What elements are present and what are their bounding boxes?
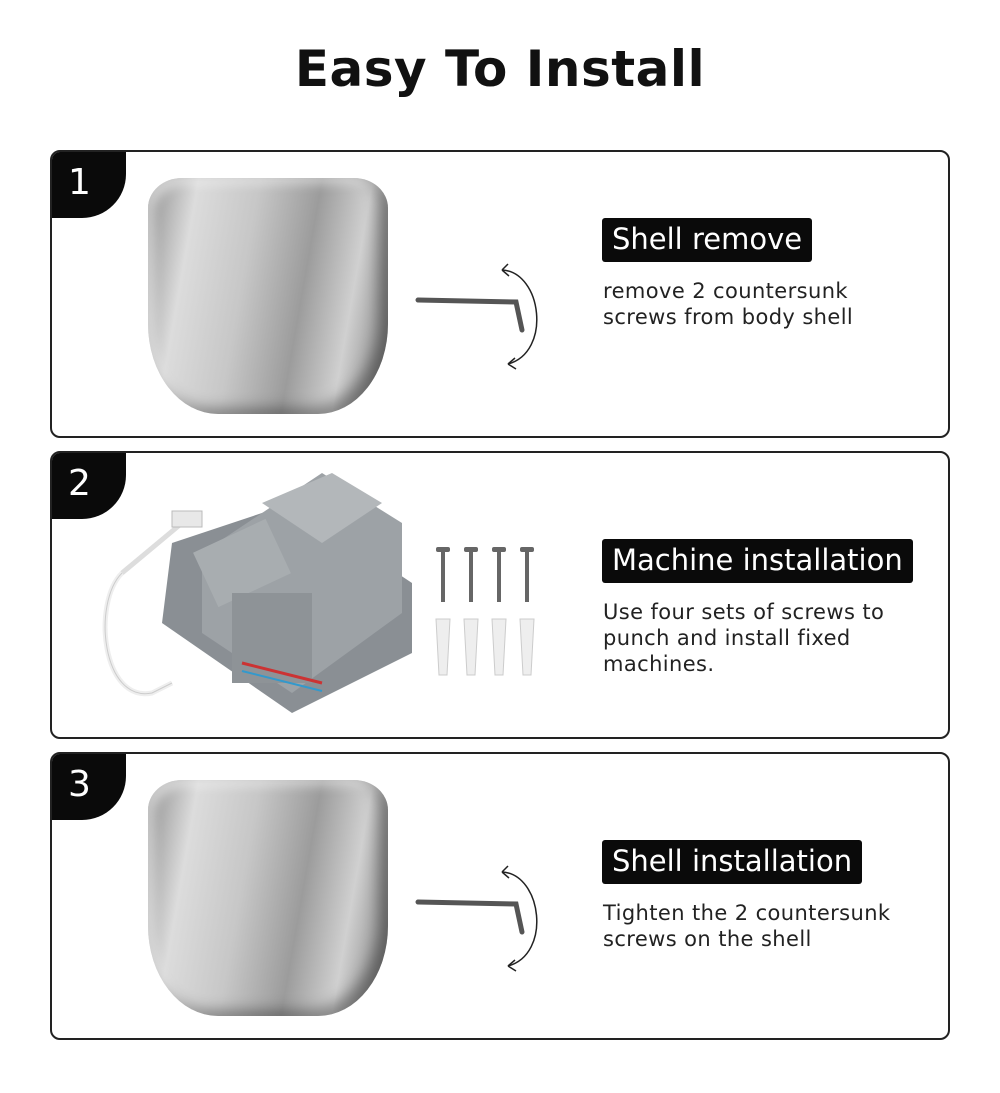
screws-and-anchors-image bbox=[435, 547, 535, 676]
page-title: Easy To Install bbox=[294, 40, 706, 98]
hand-dryer-image bbox=[148, 178, 388, 414]
step-number-badge: 3 bbox=[52, 754, 126, 820]
step-3-panel: 3 Shell installation Tighten the 2 count… bbox=[50, 752, 950, 1040]
dryer-machine-image bbox=[102, 473, 412, 713]
description-line: Tighten the 2 countersunk bbox=[603, 901, 891, 925]
step-label: Machine installation bbox=[602, 539, 913, 583]
description-line: remove 2 countersunk bbox=[603, 279, 848, 303]
hand-dryer-image bbox=[148, 780, 388, 1016]
description-line: machines. bbox=[603, 652, 715, 676]
step-1-panel: 1 Shell remove remove 2 countersunk scre… bbox=[50, 150, 950, 438]
description-line: punch and install fixed bbox=[603, 626, 851, 650]
step-label: Shell remove bbox=[602, 218, 813, 262]
step-number-badge: 2 bbox=[52, 453, 126, 519]
step-description: Use four sets of screws to punch and ins… bbox=[603, 599, 884, 677]
allen-wrench-rotate-icon bbox=[415, 865, 538, 972]
step-2-panel: 2 Machine installation Use four sets of … bbox=[50, 451, 950, 739]
allen-wrench-rotate-icon bbox=[415, 263, 538, 370]
step-label: Shell installation bbox=[602, 840, 863, 884]
step-description: Tighten the 2 countersunk screws on the … bbox=[603, 900, 891, 952]
description-line: screws from body shell bbox=[603, 305, 854, 329]
description-line: Use four sets of screws to bbox=[603, 600, 885, 624]
step-number-badge: 1 bbox=[52, 152, 126, 218]
description-line: screws on the shell bbox=[603, 927, 812, 951]
step-description: remove 2 countersunk screws from body sh… bbox=[603, 278, 853, 330]
